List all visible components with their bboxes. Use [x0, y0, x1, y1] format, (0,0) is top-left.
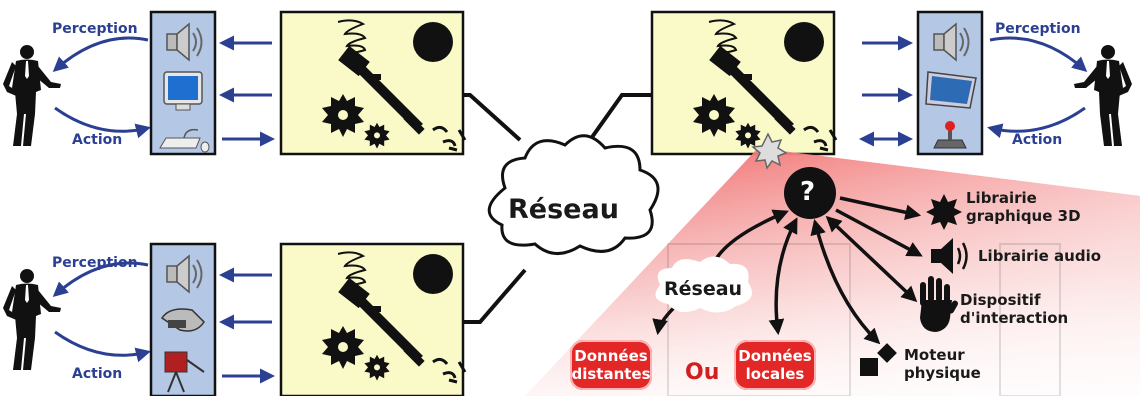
station-bottom-left: [3, 242, 465, 398]
audio-library-label: Librairie audio: [978, 247, 1102, 265]
physics-engine-label: Moteur physique: [904, 346, 981, 382]
joystick-icon: [933, 121, 967, 149]
hmd-icon: [160, 308, 205, 332]
perception-arrow: [52, 36, 149, 72]
person-silhouette: [3, 269, 61, 370]
action-arrow: [54, 330, 151, 363]
hand-icon: [920, 276, 958, 332]
network-label-small: Réseau: [664, 278, 743, 300]
perception-label: Perception: [995, 21, 1081, 37]
graphics-splat-icon: [926, 194, 962, 230]
perception-label: Perception: [52, 21, 138, 37]
perception-label: Perception: [52, 255, 138, 271]
question-mark: ?: [800, 177, 816, 207]
perception-arrow: [989, 36, 1088, 72]
cubes-icon: [860, 343, 897, 376]
question-node: [784, 167, 836, 219]
flat-screen-icon: [925, 71, 977, 109]
station-top-right: [650, 10, 1132, 156]
interaction-device-label: Dispositif d'interaction: [960, 291, 1069, 327]
monitor-icon: [163, 71, 203, 111]
action-arrow: [54, 106, 151, 139]
action-label: Action: [72, 132, 123, 148]
audio-speaker-icon: [931, 238, 968, 274]
small-cloud: [655, 256, 752, 313]
action-label: Action: [72, 366, 123, 382]
action-arrow: [987, 106, 1086, 139]
graphics-library-label: Librairie graphique 3D: [966, 189, 1081, 225]
person-silhouette: [1074, 45, 1132, 146]
keyboard-mouse-icon: [159, 128, 210, 153]
person-silhouette: [3, 45, 61, 146]
haptic-device-icon: [164, 351, 205, 393]
perception-arrow: [52, 261, 149, 297]
station-top-left: [3, 10, 465, 156]
network-label: Réseau: [508, 194, 619, 225]
or-label: Ou: [685, 360, 720, 385]
network-cloud: [487, 134, 660, 255]
action-label: Action: [1012, 132, 1063, 148]
splat-icon: [751, 132, 788, 170]
